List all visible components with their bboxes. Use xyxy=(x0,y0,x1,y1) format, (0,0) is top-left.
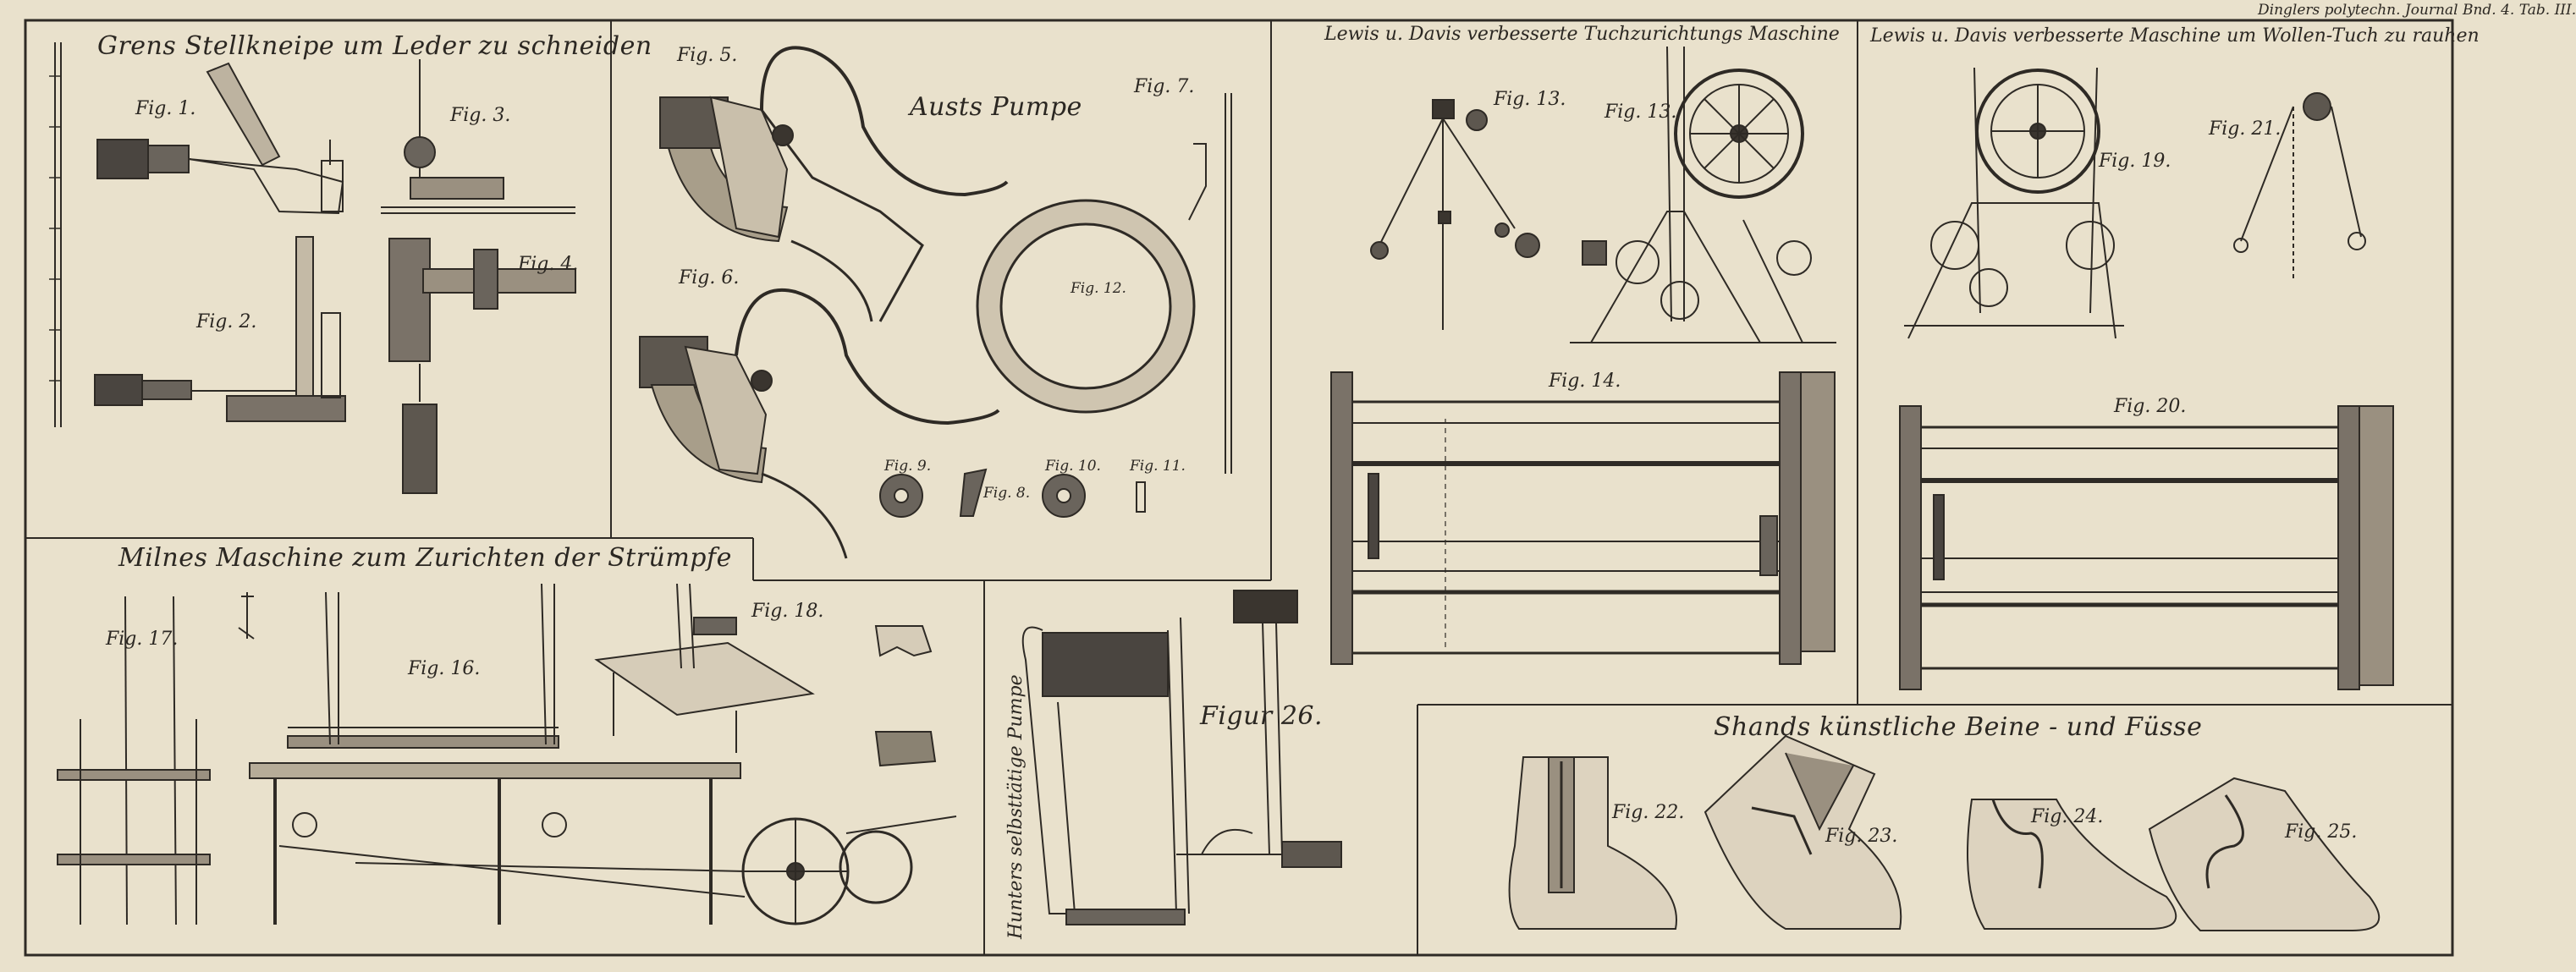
label-fig-2: Fig. 2. xyxy=(196,311,257,332)
title-milne: Milnes Maschine zum Zurichten der Strümp… xyxy=(118,543,732,573)
label-fig-14: Fig. 14. xyxy=(1549,371,1621,392)
label-fig-8: Fig. 8. xyxy=(983,485,1031,502)
plate-artwork xyxy=(24,19,2454,957)
fig21-schematic xyxy=(2233,92,2366,279)
fig22-foot xyxy=(1508,756,1677,930)
fig25-foot xyxy=(2148,777,2381,931)
panel-borders xyxy=(24,19,2454,957)
fig7-rod xyxy=(1188,93,1232,474)
label-fig-10: Fig. 10. xyxy=(1045,458,1101,475)
fig13-machine xyxy=(1570,46,1836,343)
label-fig-24: Fig. 24. xyxy=(2031,806,2104,827)
fig6-pump-drawing xyxy=(639,288,1000,559)
fig23-foot xyxy=(1704,734,1902,930)
title-aust-pump: Austs Pumpe xyxy=(910,92,1082,122)
label-fig-5: Fig. 5. xyxy=(677,45,738,66)
label-fig-17: Fig. 17. xyxy=(106,629,179,650)
label-fig-23: Fig. 23. xyxy=(1825,826,1898,847)
fig3-fig4-drawing xyxy=(381,59,576,494)
plate-header: Dinglers polytechn. Journal Bnd. 4. Tab.… xyxy=(2258,2,2576,19)
fig18-drawing xyxy=(594,583,815,753)
label-fig-9: Fig. 9. xyxy=(884,458,932,475)
title-grens: Grens Stellkneipe um Leder zu schneiden xyxy=(97,31,652,61)
label-fig-16: Fig. 16. xyxy=(408,658,481,679)
small-parts-9-10-11 xyxy=(879,468,1146,518)
fig12-ring xyxy=(976,199,1196,414)
label-fig-13a: Fig. 13. xyxy=(1494,89,1566,110)
fig13-schematic xyxy=(1370,99,1540,330)
label-fig-18: Fig. 18. xyxy=(751,601,824,622)
title-lewis-1: Lewis u. Davis verbesserte Tuchzurichtun… xyxy=(1324,24,1840,45)
title-lewis-2: Lewis u. Davis verbesserte Maschine um W… xyxy=(1870,25,2480,47)
label-fig-20: Fig. 20. xyxy=(2114,396,2187,417)
label-fig-7: Fig. 7. xyxy=(1134,76,1195,97)
fig17-drawing xyxy=(57,596,211,925)
label-fig-19: Fig. 19. xyxy=(2099,151,2171,172)
label-fig-22: Fig. 22. xyxy=(1612,802,1685,823)
title-figur-26: Figur 26. xyxy=(1200,701,1324,731)
fig24-foot xyxy=(1967,799,2177,930)
scale-bar-left xyxy=(49,42,62,427)
fig20-frame xyxy=(1899,405,2394,690)
fig16-parts xyxy=(238,592,937,767)
label-fig-13b: Fig. 13. xyxy=(1604,102,1677,123)
label-fig-11: Fig. 11. xyxy=(1130,458,1186,475)
fig2-drawing xyxy=(94,236,346,422)
label-fig-4: Fig. 4. xyxy=(518,254,579,275)
fig1-clamp-drawing xyxy=(96,62,344,215)
fig14-frame xyxy=(1330,371,1836,665)
fig5-pump-drawing xyxy=(659,46,1009,322)
label-fig-12: Fig. 12. xyxy=(1071,280,1126,297)
label-fig-6: Fig. 6. xyxy=(679,267,740,288)
label-fig-21: Fig. 21. xyxy=(2209,118,2282,140)
fig16-milne-machine xyxy=(249,583,957,925)
label-fig-1: Fig. 1. xyxy=(135,98,196,119)
fig26-hunter-pump xyxy=(1021,590,1342,925)
label-fig-3: Fig. 3. xyxy=(450,105,511,126)
fig19-machine xyxy=(1904,67,2124,339)
title-shands: Shands künstliche Beine - und Füsse xyxy=(1714,712,2203,742)
title-hunter: Hunters selbsttätige Pumpe xyxy=(1005,674,1027,939)
label-fig-25: Fig. 25. xyxy=(2285,821,2358,843)
engraving-plate: Dinglers polytechn. Journal Bnd. 4. Tab.… xyxy=(24,3,2576,957)
